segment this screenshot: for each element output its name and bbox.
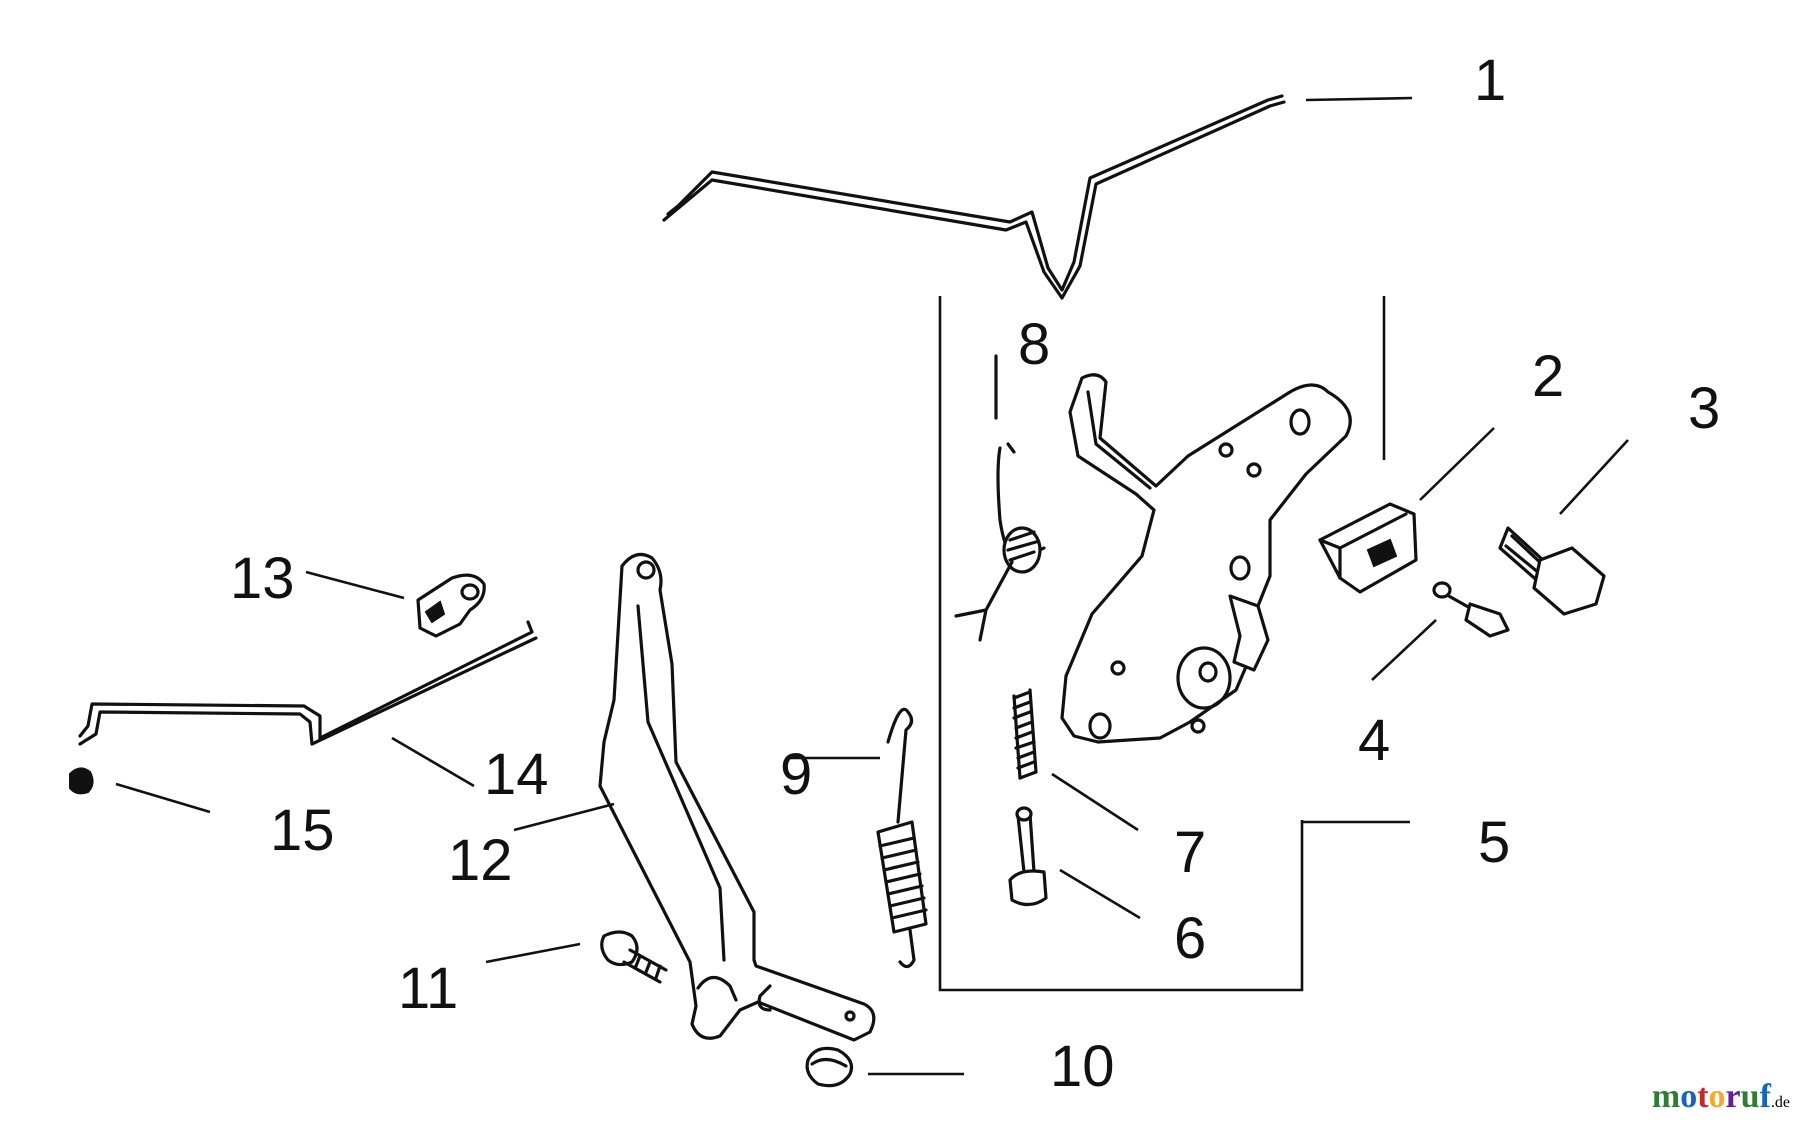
watermark-letter: o [1708,1078,1726,1115]
watermark-letter: f [1759,1078,1771,1115]
part-14-rod [78,620,538,746]
part-11-bolt [600,930,668,984]
part-13-clamp [416,573,486,638]
callout-15: 15 [270,798,335,863]
part-1-link-rod [662,94,1286,300]
watermark-letter: o [1680,1078,1698,1115]
part-10-nut [805,1046,854,1088]
leader-lines [115,96,1629,1076]
callout-14: 14 [484,742,549,807]
part-8-torsion-spring [954,354,1046,642]
part-7-spring [1012,688,1038,780]
callout-8: 8 [1018,312,1050,377]
watermark-letter: r [1725,1078,1741,1115]
callout-1: 1 [1474,48,1506,113]
watermark-logo: motoruf.de [1652,1078,1790,1116]
callouts: 1 2 3 4 5 6 7 8 9 10 11 12 13 14 15 [230,48,1720,1099]
callout-9: 9 [780,742,812,807]
assembly-frame [938,296,1386,992]
callout-11: 11 [398,956,458,1021]
watermark-letter: u [1740,1078,1760,1115]
part-6-screw [1008,806,1048,907]
part-9-extension-spring [876,707,928,969]
part-2-clip [1318,502,1418,594]
watermark-letter: t [1697,1078,1709,1115]
part-12-lever [598,552,876,1042]
callout-5: 5 [1478,810,1510,875]
part-15-nut [69,767,94,795]
watermark-text: motoruf [1652,1078,1771,1115]
part-3-bolt [1498,526,1606,616]
watermark-letter: m [1651,1078,1681,1115]
callout-4: 4 [1358,708,1390,773]
callout-13: 13 [230,546,295,611]
callout-10: 10 [1050,1034,1115,1099]
callout-2: 2 [1532,344,1564,409]
callout-7: 7 [1174,820,1206,885]
watermark-suffix: .de [1770,1094,1790,1111]
part-5-control-plate [1060,373,1352,744]
callout-12: 12 [448,828,513,893]
callout-6: 6 [1174,906,1206,971]
part-4-screw [1432,581,1510,638]
callout-3: 3 [1688,376,1720,441]
